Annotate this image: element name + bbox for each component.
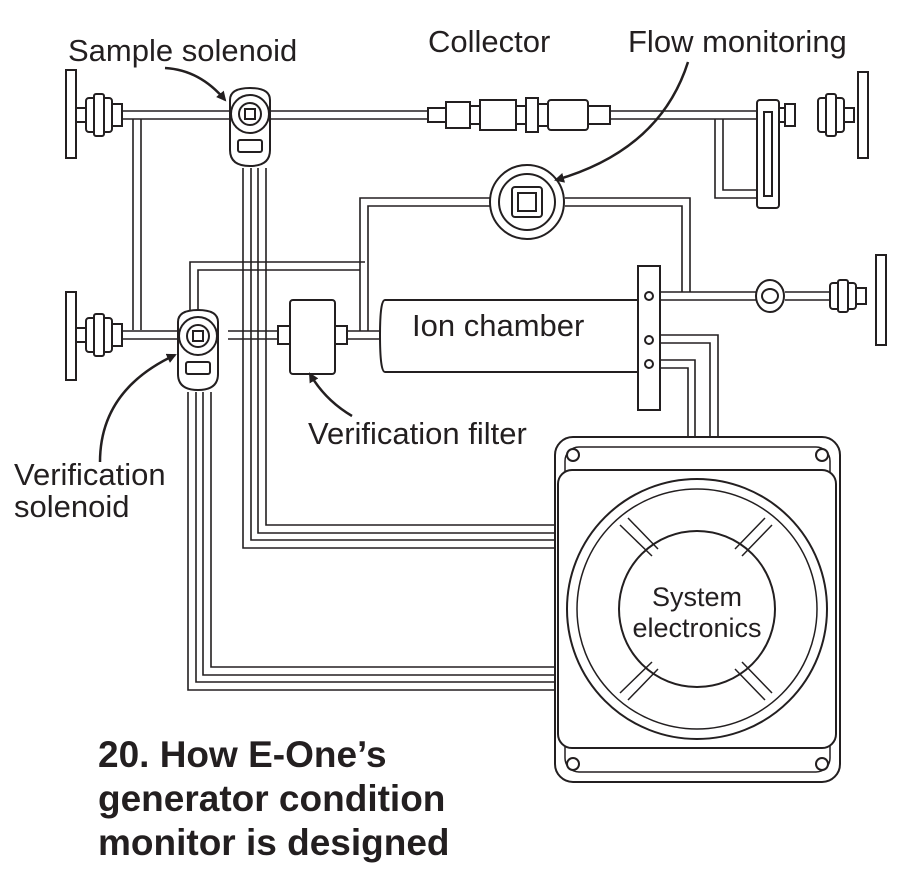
figure-caption: 20. How E-One’s generator condition moni… xyxy=(98,733,538,865)
caption-line-2: generator condition xyxy=(98,778,446,819)
ion-chamber-label: Ion chamber xyxy=(412,308,584,343)
sample-solenoid xyxy=(229,86,271,168)
left-bottom-valve xyxy=(65,291,123,381)
verification-solenoid-arrow xyxy=(98,353,177,463)
flow-monitoring-sensor xyxy=(489,164,565,240)
piping xyxy=(120,110,840,691)
right-top-valve xyxy=(774,71,869,159)
verification-filter xyxy=(277,299,348,375)
right-bottom-valve xyxy=(829,254,887,346)
caption-line-1: 20. How E-One’s xyxy=(98,734,387,775)
verification-solenoid xyxy=(177,308,219,392)
flow-monitoring-label: Flow monitoring xyxy=(628,24,847,59)
collector-label: Collector xyxy=(428,24,550,59)
leader-arrows xyxy=(98,61,690,463)
system-electronics-box xyxy=(554,436,841,783)
system-electronics-label-line1: System xyxy=(652,582,742,612)
verification-solenoid-label-line2: solenoid xyxy=(14,489,129,524)
verification-filter-arrow xyxy=(308,372,353,418)
verification-solenoid-label-line1: Verification xyxy=(14,457,166,492)
caption-line-3: monitor is designed xyxy=(98,822,450,863)
sample-solenoid-label: Sample solenoid xyxy=(68,33,297,68)
system-electronics-label-line2: electronics xyxy=(632,613,761,643)
flow-monitoring-arrow xyxy=(554,61,690,183)
collector-assembly xyxy=(427,97,611,133)
flow-meter xyxy=(756,99,780,209)
sample-solenoid-arrow xyxy=(164,66,227,102)
return-orifice xyxy=(755,279,785,313)
left-top-valve xyxy=(65,69,123,159)
verification-filter-label: Verification filter xyxy=(308,416,527,451)
ion-chamber xyxy=(378,265,661,411)
